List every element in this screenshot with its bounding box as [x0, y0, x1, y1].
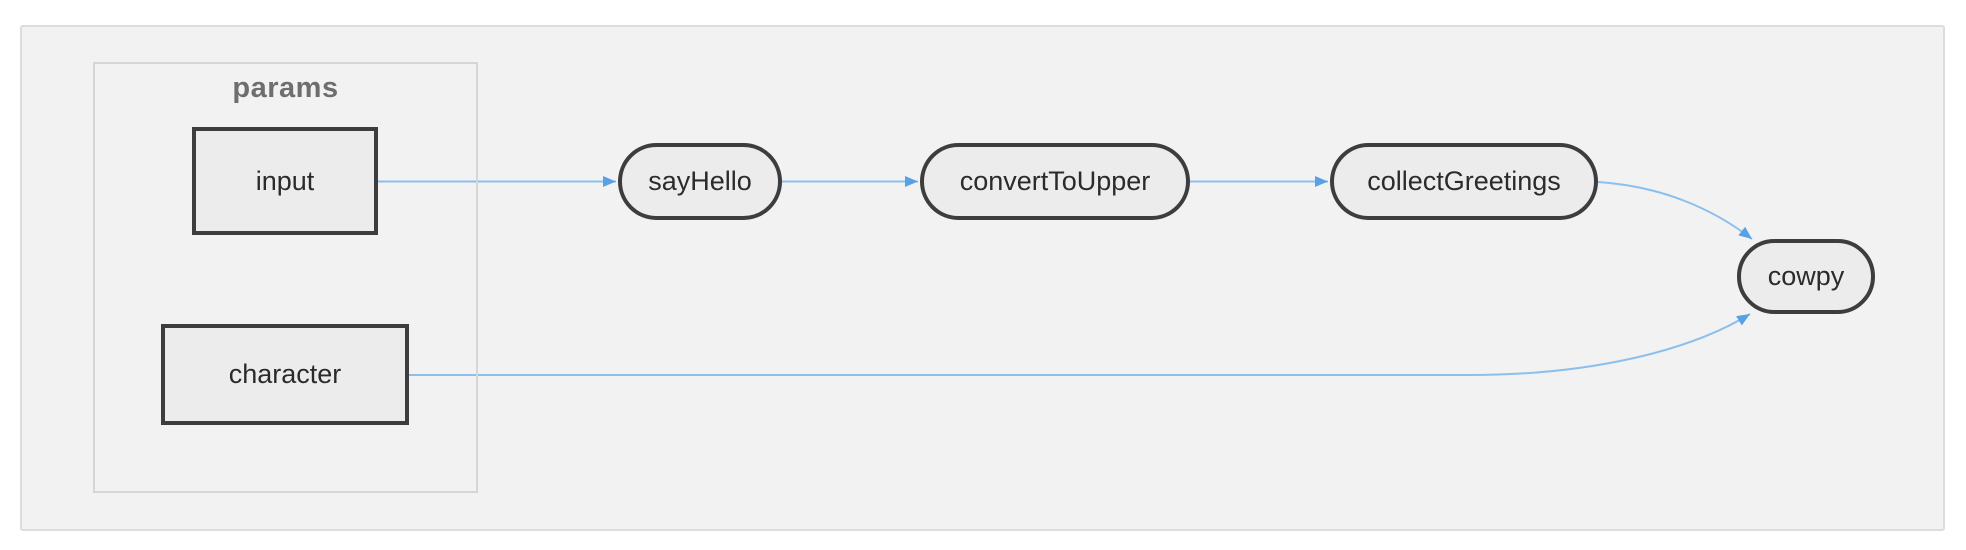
node-character-label: character	[228, 359, 342, 389]
node-cowpy[interactable]: cowpy	[1737, 239, 1875, 314]
group-params-title: params	[232, 72, 339, 104]
node-input-label: input	[255, 165, 315, 196]
group-params: params	[93, 62, 478, 493]
node-sayHello[interactable]: sayHello	[618, 143, 782, 220]
node-collectGreetings[interactable]: collectGreetings	[1330, 143, 1598, 220]
node-convertToUpper[interactable]: convertToUpper	[920, 143, 1190, 220]
node-cowpy-label: cowpy	[1767, 261, 1845, 291]
node-convertToUpper-label: convertToUpper	[959, 166, 1151, 196]
node-character[interactable]: character	[161, 324, 409, 425]
node-sayHello-label: sayHello	[648, 166, 752, 196]
diagram-canvas	[20, 25, 1945, 531]
node-collectGreetings-label: collectGreetings	[1367, 166, 1561, 196]
node-input[interactable]: input	[192, 127, 378, 235]
